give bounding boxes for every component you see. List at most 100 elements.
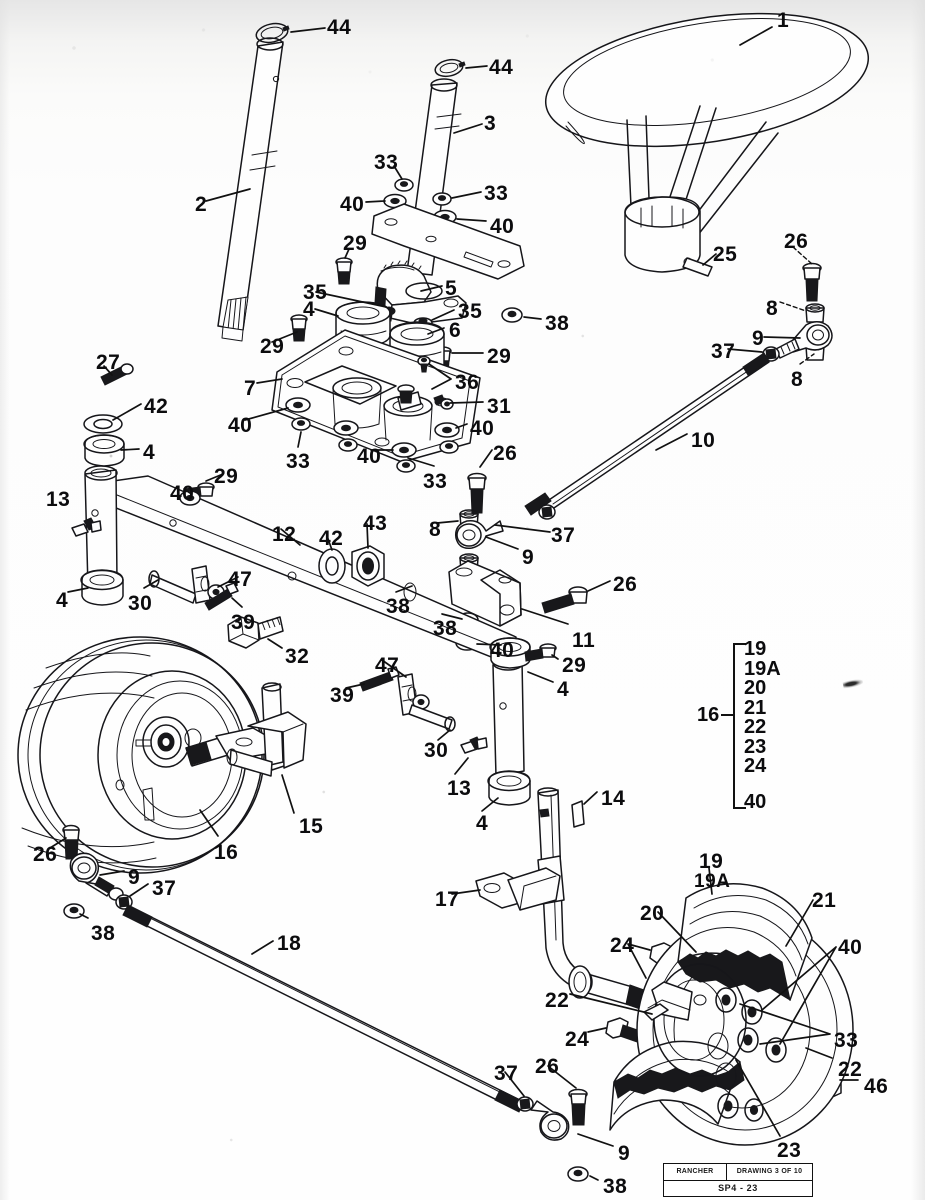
callout-number-26: 26 xyxy=(493,442,518,465)
callout-number-19a: 19A xyxy=(694,871,731,892)
title-block-brand-cell: RANCHER xyxy=(664,1164,727,1180)
group-callout-bracket xyxy=(733,643,746,809)
part-33-nut-c xyxy=(291,417,311,431)
part-13-grease-fitting-b xyxy=(460,736,488,754)
callout-number-4: 4 xyxy=(303,298,316,321)
group-item-19a: 19A xyxy=(744,657,781,680)
callout-number-37: 37 xyxy=(494,1062,519,1085)
title-block-drawing-cell: DRAWING 3 OF 10 xyxy=(727,1164,812,1180)
callout-number-9: 9 xyxy=(752,327,765,350)
callout-number-16: 16 xyxy=(214,841,239,864)
part-30-pin-a xyxy=(148,570,197,604)
callout-number-39: 39 xyxy=(330,684,355,707)
callout-number-9: 9 xyxy=(128,866,141,889)
callout-number-4: 4 xyxy=(143,441,156,464)
callout-number-29: 29 xyxy=(487,345,512,368)
callout-number-5: 5 xyxy=(445,277,458,300)
callout-number-35: 35 xyxy=(458,300,483,323)
callout-number-10: 10 xyxy=(691,429,716,452)
part-4-bushing-d xyxy=(80,569,124,606)
callout-number-8: 8 xyxy=(791,368,804,391)
callout-number-24: 24 xyxy=(565,1028,590,1051)
part-9-rod-end-d xyxy=(530,1100,570,1141)
part-9-rod-end-c xyxy=(69,852,124,901)
callout-number-29: 29 xyxy=(343,232,368,255)
part-38-nut-d xyxy=(63,903,85,919)
part-4-bushing-f xyxy=(487,770,531,806)
callout-number-8: 8 xyxy=(429,518,442,541)
callout-number-4: 4 xyxy=(476,812,489,835)
group-callout-leader-number: 16 xyxy=(697,704,720,726)
callout-number-29: 29 xyxy=(214,465,239,488)
part-43-locknut xyxy=(351,545,385,587)
group-item-24: 24 xyxy=(744,755,767,777)
part-1-steering-wheel xyxy=(544,12,870,273)
callout-number-47: 47 xyxy=(375,654,400,677)
part-27-zerk xyxy=(100,363,134,386)
part-26-bolt-c xyxy=(541,586,588,614)
callout-number-26: 26 xyxy=(613,573,638,596)
callout-number-25: 25 xyxy=(713,243,738,266)
callout-number-14: 14 xyxy=(601,787,626,810)
part-40-washer-c xyxy=(285,397,311,413)
part-9-rod-end-a xyxy=(775,321,833,359)
callout-number-33: 33 xyxy=(423,470,448,493)
callout-number-8: 8 xyxy=(766,297,779,320)
leader-lines xyxy=(49,26,859,1181)
callout-number-4: 4 xyxy=(557,678,570,701)
part-33-locknut-a xyxy=(394,178,414,192)
part-14-key xyxy=(571,800,585,828)
callout-number-40: 40 xyxy=(470,417,495,440)
callout-number-44: 44 xyxy=(327,16,352,39)
callout-number-15: 15 xyxy=(299,815,324,838)
part-39-cotter-a xyxy=(204,582,239,611)
part-40-washer-e xyxy=(391,442,417,458)
callout-number-19: 19 xyxy=(699,850,724,873)
callout-number-47: 47 xyxy=(228,568,253,591)
callout-number-29: 29 xyxy=(562,654,587,677)
part-29-bolt-b xyxy=(290,314,308,342)
part-31-hardware xyxy=(397,384,454,411)
callout-number-9: 9 xyxy=(522,546,535,569)
part-33-nut-d xyxy=(338,438,358,452)
part-5-steering-arm xyxy=(374,260,467,325)
part-spindle-lower xyxy=(507,787,661,1013)
part-38-nut-e xyxy=(567,1166,589,1182)
callout-number-27: 27 xyxy=(96,351,121,374)
title-block-row-bottom: SP4 - 23 xyxy=(664,1181,812,1197)
callout-number-36: 36 xyxy=(455,371,480,394)
callout-number-26: 26 xyxy=(535,1055,560,1078)
callout-number-40: 40 xyxy=(170,482,195,505)
title-block-part-number: SP4 - 23 xyxy=(718,1183,758,1194)
callout-number-26: 26 xyxy=(784,230,809,253)
part-37-nut-a xyxy=(762,346,780,362)
callout-number-21: 21 xyxy=(812,889,837,912)
callout-number-33: 33 xyxy=(374,151,399,174)
part-40-washer-d xyxy=(333,420,359,436)
callout-number-37: 37 xyxy=(551,524,576,547)
title-block-drawing-number: DRAWING 3 OF 10 xyxy=(736,1168,803,1176)
callout-number-42: 42 xyxy=(319,527,344,550)
callout-number-37: 37 xyxy=(711,340,736,363)
part-8-spacer-a xyxy=(805,303,825,323)
group-item-23: 23 xyxy=(744,735,767,758)
callout-number-20: 20 xyxy=(640,902,665,925)
callout-number-22: 22 xyxy=(838,1058,863,1081)
callout-number-33: 33 xyxy=(484,182,509,205)
part-13-grease-fitting-a xyxy=(71,517,102,537)
callout-number-32: 32 xyxy=(285,645,310,668)
callout-number-42: 42 xyxy=(144,395,169,418)
part-10-drag-link xyxy=(524,352,770,516)
group-callout-leader-dash xyxy=(721,714,734,716)
callout-number-40: 40 xyxy=(838,936,863,959)
group-item-19: 19 xyxy=(744,638,767,660)
group-item-20: 20 xyxy=(744,677,767,699)
part-37-nut-b xyxy=(538,504,556,520)
part-4-bushing-c xyxy=(83,434,125,467)
part-12-axle-beam xyxy=(84,465,525,777)
part-33-nut-e xyxy=(396,459,416,473)
part-29-bolt-a xyxy=(335,257,353,285)
callout-number-44: 44 xyxy=(489,56,514,79)
callout-number-30: 30 xyxy=(128,592,153,615)
